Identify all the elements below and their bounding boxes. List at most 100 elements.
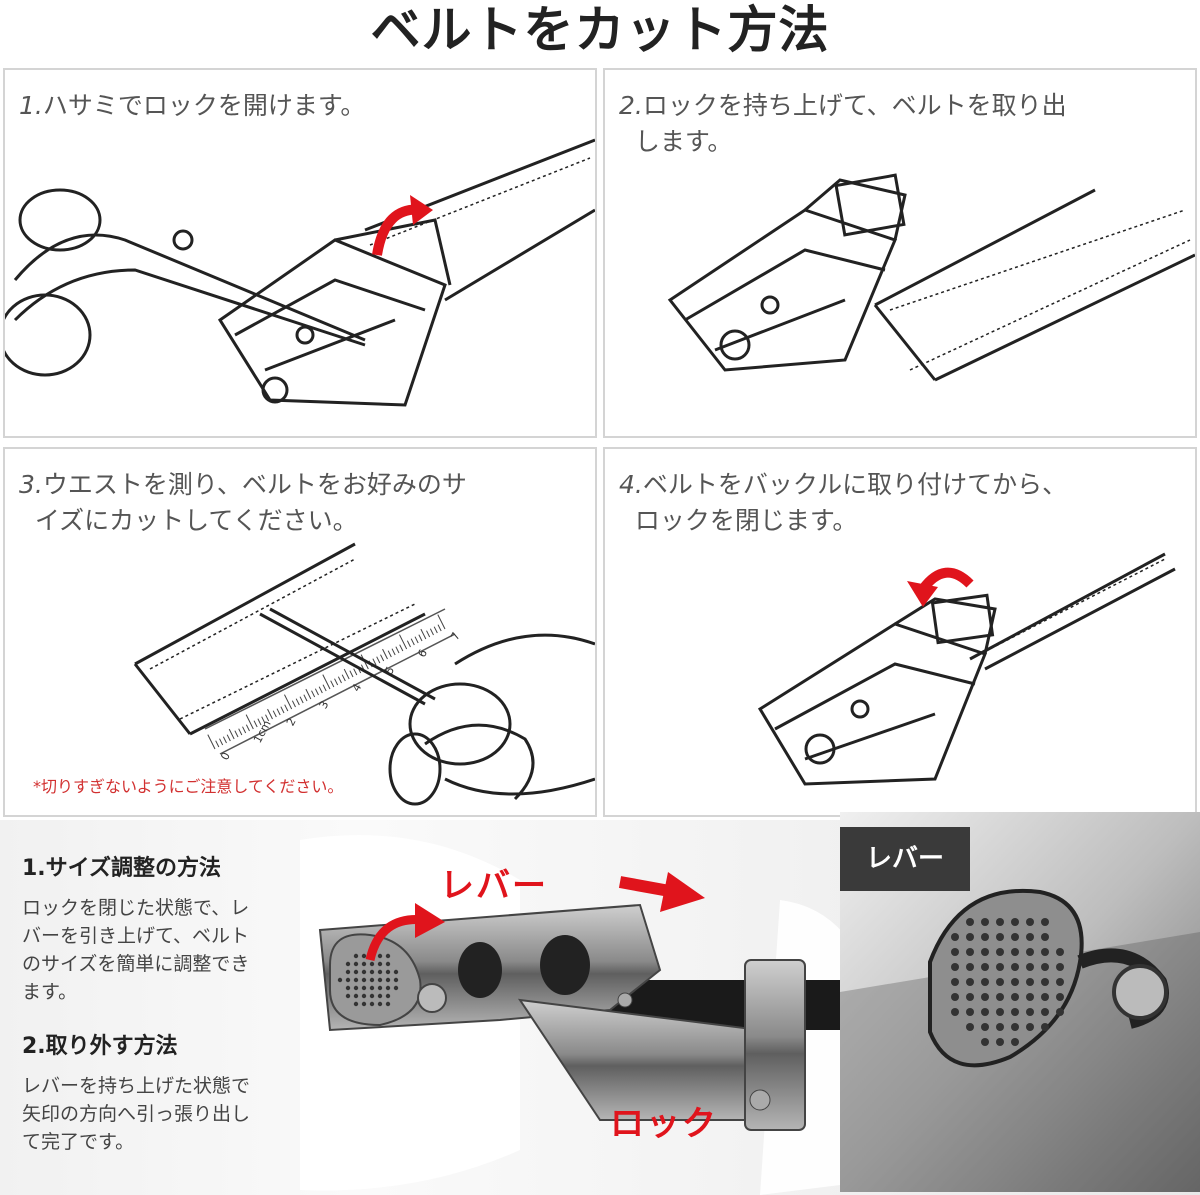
lever-dot [1041, 918, 1049, 926]
lever-dot [353, 961, 359, 967]
lever-dot [1011, 993, 1019, 1001]
close-lock-illustration [757, 552, 1176, 786]
lever-dot [385, 953, 391, 959]
lever-dot [345, 985, 351, 991]
lever-dot [353, 969, 359, 975]
lever-dot [1041, 1008, 1049, 1016]
lever-dot [377, 961, 383, 967]
lever-dot [996, 948, 1004, 956]
lever-dot [966, 1023, 974, 1031]
lever-dot [996, 963, 1004, 971]
lever-dot [353, 1001, 359, 1007]
lever-dot [966, 993, 974, 1001]
lever-dot [981, 918, 989, 926]
step-1-text: 1.ハサミでロックを開けます。 [19, 91, 366, 120]
lever-dot [966, 978, 974, 986]
lever-dot [966, 933, 974, 941]
instruction-2-body: レバーを持ち上げた状態で 矢印の方向へ引っ張り出し て完了です。 [22, 1075, 251, 1153]
lever-dot [1056, 1008, 1064, 1016]
lever-dot [1026, 918, 1034, 926]
lever-dot [385, 1001, 391, 1007]
step-panel-4: 4.ベルトをバックルに取り付けてから、 ロックを閉じます。 [603, 447, 1197, 817]
lever-dot [951, 933, 959, 941]
lever-dot [361, 985, 367, 991]
cut-caution-note: *切りすぎないようにご注意してください。 [33, 777, 344, 796]
lever-dot [1056, 948, 1064, 956]
lever-dot [981, 963, 989, 971]
lever-dot [1011, 1023, 1019, 1031]
lever-dot [1056, 978, 1064, 986]
lever-dot [1011, 933, 1019, 941]
lever-dot [996, 933, 1004, 941]
lever-dot [385, 977, 391, 983]
lever-dot [361, 993, 367, 999]
lever-dot [1041, 948, 1049, 956]
ruler-label: 6 [415, 647, 430, 659]
lever-dot [1041, 933, 1049, 941]
lever-dot [996, 1023, 1004, 1031]
lever-dot [393, 969, 399, 975]
lever-dot [369, 993, 375, 999]
lever-dot [369, 977, 375, 983]
lever-dot [353, 993, 359, 999]
lever-dot [1041, 978, 1049, 986]
lever-dot [361, 977, 367, 983]
lever-dot [951, 993, 959, 1001]
lever-dot [345, 993, 351, 999]
lever-dot [966, 963, 974, 971]
buckle-photo [300, 835, 900, 1195]
instruction-1-heading: 1.サイズ調整の方法 [22, 856, 222, 881]
step-3-text: 3.ウエストを測り、ベルトをお好みのサ イズにカットしてください。 [19, 470, 467, 535]
lever-dot [1026, 948, 1034, 956]
lever-dot [385, 969, 391, 975]
lever-dot [369, 985, 375, 991]
lever-dot [369, 961, 375, 967]
scissors-open-lock-illustration [5, 138, 595, 407]
lever-dot [981, 1008, 989, 1016]
lever-dot [1011, 1008, 1019, 1016]
lever-dot [1026, 1023, 1034, 1031]
lever-dot [345, 969, 351, 975]
lever-dot [1011, 918, 1019, 926]
lever-dot [966, 1008, 974, 1016]
lever-dot [1011, 1038, 1019, 1046]
lever-dot [981, 993, 989, 1001]
lever-dot [1026, 1008, 1034, 1016]
lever-dot [1011, 978, 1019, 986]
lever-dot [951, 963, 959, 971]
lever-dot [996, 993, 1004, 1001]
lever-dot [1041, 993, 1049, 1001]
instruction-1-body: ロックを閉じた状態で、レ バーを引き上げて、ベルト のサイズを簡単に調整でき ま… [22, 897, 250, 1003]
lever-dot [361, 1001, 367, 1007]
lever-dot [966, 948, 974, 956]
lever-dot [377, 969, 383, 975]
lever-dot [951, 948, 959, 956]
lever-dot [951, 1008, 959, 1016]
lever-dot [361, 961, 367, 967]
lever-dot [966, 918, 974, 926]
lever-dot [345, 961, 351, 967]
instruction-2-heading: 2.取り外す方法 [22, 1034, 178, 1059]
lever-dot [377, 993, 383, 999]
ruler-label: 7 [448, 630, 463, 642]
lever-dot [353, 953, 359, 959]
lever-dot [996, 1008, 1004, 1016]
lever-dot [996, 1038, 1004, 1046]
lever-dot [369, 1001, 375, 1007]
lever-dot [377, 1001, 383, 1007]
lever-dot [1011, 963, 1019, 971]
lever-dot [393, 985, 399, 991]
step-panel-2: 2.ロックを持ち上げて、ベルトを取り出 します。 [603, 68, 1197, 438]
lever-dot [385, 993, 391, 999]
lever-dot [996, 918, 1004, 926]
lever-dot [1026, 933, 1034, 941]
lever-dot [385, 961, 391, 967]
lever-dot [361, 969, 367, 975]
lever-dot [981, 948, 989, 956]
lever-dot [377, 985, 383, 991]
lever-dot [369, 969, 375, 975]
lever-dot [1026, 978, 1034, 986]
lever-dot [377, 953, 383, 959]
